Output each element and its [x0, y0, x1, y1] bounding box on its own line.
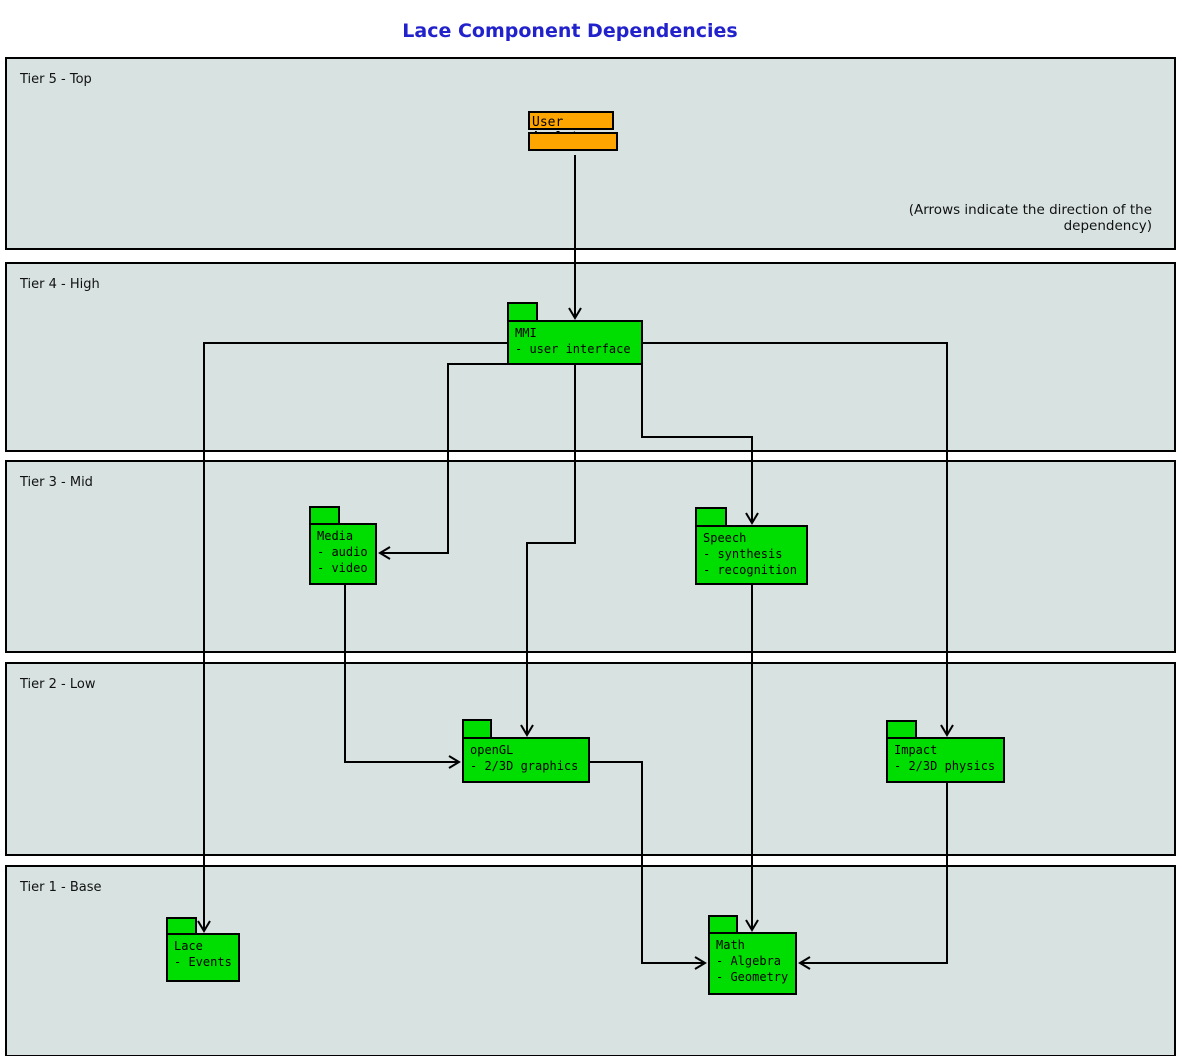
- tier-5-label: Tier 5 - Top: [20, 72, 92, 87]
- opengl-tab: [462, 719, 492, 739]
- mmi-tab: [507, 302, 538, 322]
- impact-body: Impact - 2/3D physics: [886, 737, 1005, 783]
- tier-4-band: Tier 4 - High: [5, 262, 1176, 452]
- tier-2-label: Tier 2 - Low: [20, 677, 96, 692]
- speech-detail: - recognition: [703, 563, 797, 577]
- mmi-name: MMI: [515, 326, 537, 340]
- media-name: Media: [317, 529, 354, 543]
- speech-body: Speech - synthesis - recognition: [695, 525, 808, 585]
- opengl-body: openGL - 2/3D graphics: [462, 737, 590, 783]
- lace-name: Lace: [174, 939, 203, 953]
- media-detail: - audio: [317, 545, 368, 559]
- media-body: Media - audio - video: [309, 523, 377, 585]
- lace-body: Lace - Events: [166, 933, 240, 982]
- speech-tab: [695, 507, 727, 527]
- impact-name: Impact: [894, 743, 938, 757]
- mmi-detail: - user interface: [515, 342, 631, 356]
- math-name: Math: [716, 938, 745, 952]
- math-detail: - Geometry: [716, 970, 789, 984]
- math-detail: - Algebra: [716, 954, 782, 968]
- tier-1-label: Tier 1 - Base: [20, 880, 102, 895]
- speech-detail: - synthesis: [703, 547, 783, 561]
- tier-3-label: Tier 3 - Mid: [20, 475, 93, 490]
- legend-note: (Arrows indicate the direction of the de…: [908, 202, 1152, 234]
- math-body: Math - Algebra - Geometry: [708, 932, 797, 995]
- impact-detail: - 2/3D physics: [894, 759, 996, 773]
- diagram-title: Lace Component Dependencies: [402, 20, 738, 42]
- lace-detail: - Events: [174, 955, 232, 969]
- user-applet-body: [528, 132, 618, 151]
- media-detail: - video: [317, 561, 368, 575]
- user-applet-tab: User Applet: [528, 111, 614, 145]
- tier-5-band: Tier 5 - Top: [5, 57, 1176, 250]
- tier-4-label: Tier 4 - High: [20, 277, 100, 292]
- opengl-name: openGL: [470, 743, 514, 757]
- speech-name: Speech: [703, 531, 747, 545]
- mmi-body: MMI - user interface: [507, 320, 643, 365]
- tier-3-band: Tier 3 - Mid: [5, 460, 1176, 653]
- opengl-detail: - 2/3D graphics: [470, 759, 579, 773]
